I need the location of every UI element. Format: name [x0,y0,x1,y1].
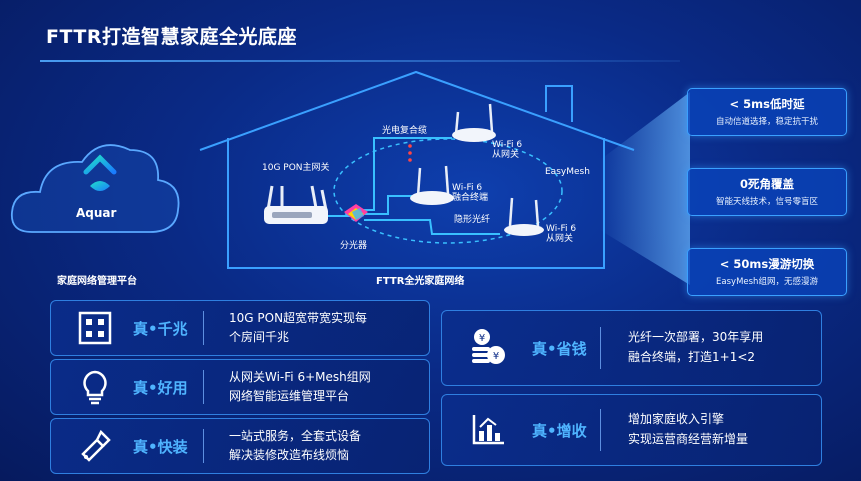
feature-gigabit-desc-1: 10G PON超宽带宽实现每 [229,311,368,325]
label-terminal: Wi-Fi 6 融合终端 [452,183,489,203]
label-sub-gateway-top: Wi-Fi 6 从网关 [492,140,523,160]
label-easymesh: EasyMesh [545,167,590,177]
label-splitter: 分光器 [340,241,368,251]
page-title: FTTR打造智慧家庭全光底座 [46,26,297,48]
feature-install-name: 真•快装 [133,438,188,456]
lightbulb-icon [83,370,107,405]
svg-text:¥: ¥ [493,351,499,362]
label-fiber-cable: 光电复合缆 [382,126,428,136]
feature-savings-desc-2: 融合终端，打造1+1<2 [628,350,756,364]
feature-revenue-name: 真•增收 [532,422,587,440]
fiber-lines [326,137,500,235]
badge-roaming-head: < 50ms漫游切换 [719,257,815,271]
feature-usability-desc-1: 从网关Wi-Fi 6+Mesh组网 [229,370,371,384]
feature-usability-name: 真•好用 [133,379,188,397]
house-outline [199,70,635,269]
badge-latency: < 5ms低时延 自动信道选择，稳定抗干扰 [687,88,847,136]
signal-dots [408,144,412,162]
feature-usability: 真•好用 从网关Wi-Fi 6+Mesh组网 网络智能运维管理平台 [50,359,430,415]
badge-coverage-sub: 智能天线技术，信号零盲区 [715,197,818,207]
feature-revenue-divider [600,409,601,451]
feature-revenue: 真•增收 增加家庭收入引擎 实现运营商经营新增量 [441,394,822,466]
feature-usability-desc-2: 网络智能运维管理平台 [229,389,350,403]
feature-gigabit: 真•千兆 10G PON超宽带宽实现每 个房间千兆 [50,300,430,356]
badge-roaming-sub: EasyMesh组网，无感漫游 [716,277,818,287]
title-underline [40,60,680,62]
cloud-shape [10,144,180,233]
svg-text:¥: ¥ [479,333,485,344]
feature-install-desc-1: 一站式服务，全套式设备 [229,429,362,443]
splitter-icon [344,204,368,222]
feature-savings-desc-1: 光纤一次部署，30年享用 [628,330,764,344]
tools-icon [81,429,111,462]
feature-savings-divider [600,327,601,369]
feature-revenue-desc-1: 增加家庭收入引擎 [628,412,725,426]
aquar-logo-icon [83,154,117,191]
feature-install-divider [203,429,204,463]
cloud-caption: 家庭网络管理平台 [57,276,137,287]
badge-latency-sub: 自动信道选择，稳定抗干扰 [715,117,818,127]
sub-gateway-top-router [452,103,496,142]
feature-revenue-desc-2: 实现运营商经营新增量 [628,432,749,446]
main-gateway-router [264,185,328,224]
label-main-gateway: 10G PON主网关 [262,163,330,173]
easymesh-ring [333,138,563,244]
feature-install: 真•快装 一站式服务，全套式设备 解决装修改造布线烦恼 [50,418,430,474]
feature-install-desc-2: 解决装修改造布线烦恼 [229,448,350,462]
badge-latency-head: < 5ms低时延 [729,97,805,111]
terminal-router [410,165,454,205]
network-caption: FTTR全光家庭网络 [376,276,465,287]
feature-savings-name: 真•省钱 [532,340,587,358]
cloud-brand: Aquar [76,206,117,220]
feature-gigabit-desc-2: 个房间千兆 [229,330,290,344]
sub-gateway-right-router [504,197,544,236]
feature-savings: ¥ ¥ 真•省钱 光纤一次部署，30年享用 融合终端，打造1+1<2 [441,310,822,386]
label-sub-gateway-right: Wi-Fi 6 从网关 [546,224,577,244]
light-beam [600,92,690,285]
coins-icon: ¥ ¥ [472,329,505,364]
badge-coverage: 0死角覆盖 智能天线技术，信号零盲区 [687,168,847,216]
badge-roaming: < 50ms漫游切换 EasyMesh组网，无感漫游 [687,248,847,296]
feature-gigabit-divider [203,311,204,345]
feature-usability-divider [203,370,204,404]
label-hidden-fiber: 隐形光纤 [454,215,491,225]
fiber-port-icon [78,311,112,345]
feature-gigabit-name: 真•千兆 [133,320,188,338]
growth-chart-icon [472,415,504,445]
badge-coverage-head: 0死角覆盖 [739,177,794,191]
